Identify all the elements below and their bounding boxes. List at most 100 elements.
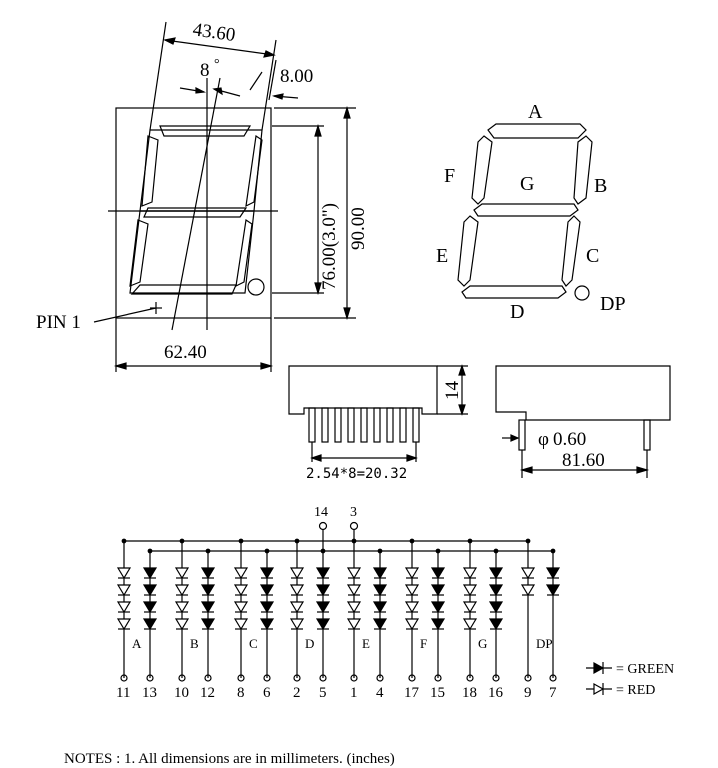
diode-red-icon [116, 567, 132, 580]
seg-f [471, 135, 493, 205]
diode-green-icon [315, 567, 331, 580]
seg-dp [574, 285, 590, 301]
diode-green-icon [259, 618, 275, 631]
pin-number-2: 2 [293, 685, 301, 701]
diode-green-icon [488, 618, 504, 631]
diode-green-icon [142, 618, 158, 631]
diode-red-icon [233, 618, 249, 631]
diode-red-icon [346, 601, 362, 614]
seg-b [573, 135, 593, 205]
degree-symbol: ° [214, 57, 220, 72]
pin-terminal [492, 674, 500, 682]
dim-arrows [519, 466, 650, 474]
segment-diagram: A F G B E C D DP [436, 101, 626, 323]
side-view: 14 2.54*8=20.32 [288, 364, 468, 482]
front-seg-c [235, 218, 253, 288]
diode-red-icon [462, 567, 478, 580]
diode-green-icon [430, 601, 446, 614]
diode-green-icon [259, 601, 275, 614]
seg-c [561, 215, 581, 287]
diode-red-icon [404, 567, 420, 580]
front-seg-a [159, 125, 252, 137]
diode-red-icon [289, 618, 305, 631]
diode-red-icon [289, 601, 305, 614]
label-e: E [436, 245, 448, 267]
dim-pin-diameter: 0.60 [553, 429, 586, 450]
pin-terminal [293, 674, 301, 682]
pin-terminal [408, 674, 416, 682]
diode-red-icon [462, 618, 478, 631]
diode-red-icon [174, 584, 190, 597]
dim-total-height: 90.00 [348, 207, 369, 250]
pin-terminal [319, 674, 327, 682]
legend-green: = GREEN [616, 662, 674, 677]
ext-line [249, 71, 263, 91]
dim-arrows [314, 123, 322, 296]
pin-terminal [466, 674, 474, 682]
side-pins [308, 407, 420, 443]
pin-terminal [549, 674, 557, 682]
dim-arrows [458, 364, 466, 416]
pin-number-13: 13 [142, 685, 157, 701]
pin-number-16: 16 [488, 685, 504, 701]
pin-number-5: 5 [319, 685, 327, 701]
diode-red-icon [404, 601, 420, 614]
dim-side-height: 14 [442, 381, 463, 401]
pin-number-1: 1 [350, 685, 358, 701]
diode-green-icon [372, 584, 388, 597]
label-dp: DP [600, 293, 626, 315]
diode-red-icon [346, 567, 362, 580]
diode-green-icon [259, 567, 275, 580]
dim-pitch: 2.54*8=20.32 [306, 466, 407, 482]
dim-bottom-width: 62.40 [164, 342, 207, 363]
diode-red-icon [116, 618, 132, 631]
seg-a [487, 123, 587, 139]
diode-green-icon [488, 584, 504, 597]
diode-red-icon [233, 567, 249, 580]
dim-slant-angle: 8 [200, 60, 210, 81]
diode-red-icon [289, 567, 305, 580]
dim-top-width: 43.60 [191, 19, 236, 46]
segment-label-g: G [478, 636, 487, 651]
diode-green-icon [430, 618, 446, 631]
segment-label-b: B [190, 636, 199, 651]
diode-green-icon [200, 618, 216, 631]
diode-green-icon [142, 601, 158, 614]
pin1-label: PIN 1 [36, 312, 81, 333]
diode-green-icon [315, 584, 331, 597]
pin-number-6: 6 [263, 685, 271, 701]
circuit-legend: = GREEN = RED [586, 661, 674, 698]
pin-terminal [178, 674, 186, 682]
pin-terminal [204, 674, 212, 682]
segment-label-dp: DP [536, 636, 553, 651]
common-pin-terminal [349, 521, 359, 531]
segment-label-a: A [132, 636, 142, 651]
dim-arrows [510, 434, 520, 442]
diode-red-icon [346, 584, 362, 597]
diode-red-icon [520, 584, 536, 597]
label-c: C [586, 245, 599, 267]
pin-terminal [263, 674, 271, 682]
diode-green-icon [430, 584, 446, 597]
diode-green-icon [488, 567, 504, 580]
dim-end-width: 81.60 [562, 450, 605, 471]
diode-red-icon [174, 618, 190, 631]
common-pin-label: 3 [350, 505, 357, 520]
pin1-leader [93, 307, 157, 323]
dim-arrows [310, 454, 418, 462]
pin-number-9: 9 [524, 685, 532, 701]
diode-green-icon [259, 584, 275, 597]
pin-terminal [120, 674, 128, 682]
pin-number-12: 12 [200, 685, 215, 701]
segment-label-e: E [362, 636, 370, 651]
diode-green-icon [488, 601, 504, 614]
dim-arrows [271, 93, 284, 100]
diode-red-icon [174, 567, 190, 580]
pin-terminal [524, 674, 532, 682]
pin-terminal [350, 674, 358, 682]
end-pin-left [518, 419, 526, 451]
ext-line [268, 59, 277, 101]
dim-arrows [113, 362, 274, 370]
diode-green-icon [545, 584, 561, 597]
